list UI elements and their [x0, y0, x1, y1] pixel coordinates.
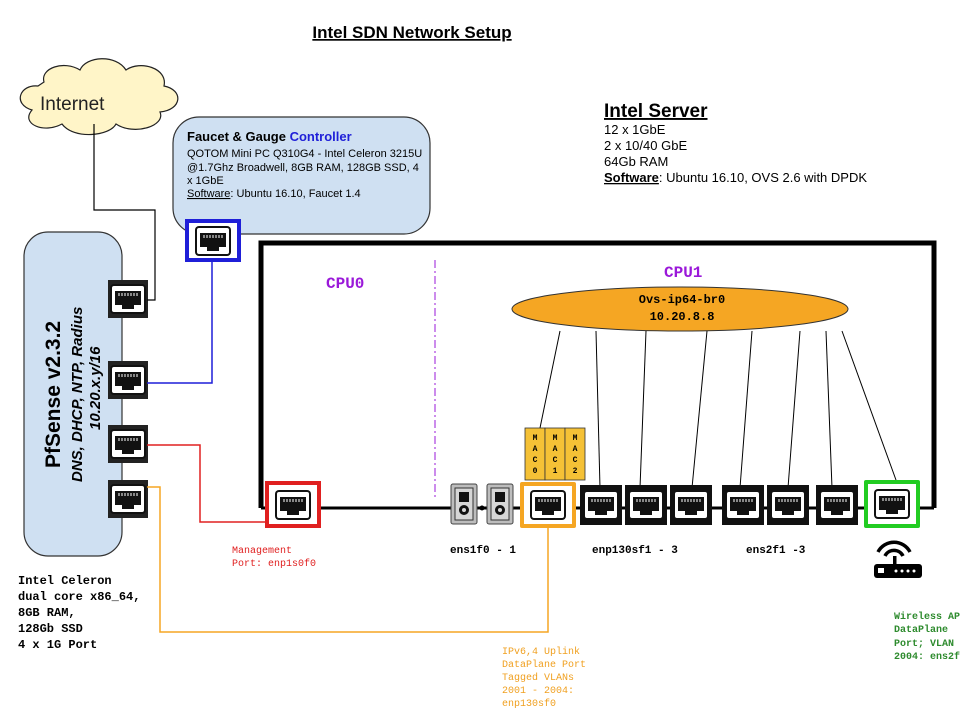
pfsense-ethernet-port-icon: [109, 283, 147, 315]
pfsense-subnet: 10.20.x.y/16: [87, 346, 104, 430]
hardware-line: 128Gb SSD: [18, 622, 83, 636]
management-label: Management: [232, 546, 292, 557]
pfsense-ethernet-port-icon: [109, 483, 147, 515]
ovs-bridge-name: Ovs-ip64-br0: [639, 293, 725, 307]
uplink-label: DataPlane Port: [502, 659, 586, 671]
server-chassis: [258, 240, 937, 508]
pfsense-box: PfSense v2.3.2 DNS, DHCP, NTP, Radius 10…: [23, 231, 123, 557]
wireless-ethernet-port-icon: [873, 488, 911, 520]
controller-cable: [147, 262, 213, 384]
uplink-label: Tagged VLANs: [502, 672, 574, 684]
pfsense-ethernet-port-icon: [109, 364, 147, 396]
mac-char: 0: [533, 467, 538, 476]
server-spec-line: 12 x 1GbE: [604, 122, 666, 137]
ethernet-port-icon: [769, 489, 807, 521]
server-specs: Intel Server 12 x 1GbE 2 x 10/40 GbE 64G…: [604, 101, 867, 185]
uplink-cable: [147, 486, 549, 633]
mac-box: [564, 427, 586, 481]
controller-ethernet-port-icon: [194, 225, 232, 257]
mac-char: M: [553, 434, 558, 443]
server-software: Software: Ubuntu 16.10, OVS 2.6 with DPD…: [604, 170, 867, 185]
ethernet-port-icon: [582, 489, 620, 521]
pfsense-services: DNS, DHCP, NTP, Radius: [69, 307, 86, 482]
pfsense-name: PfSense v2.3.2: [42, 321, 65, 468]
dataplane-ports: [580, 485, 858, 525]
ethernet-port-icon: [818, 489, 856, 521]
internet-label: Internet: [40, 94, 105, 115]
ethernet-port-icon: [627, 489, 665, 521]
server-spec-line: 64Gb RAM: [604, 154, 668, 169]
port-label-ens2f1: ens2f1 -3: [746, 545, 806, 557]
cpu0-label: CPU0: [326, 275, 364, 293]
uplink-label: enp130sf0: [502, 698, 556, 710]
pfsense-ethernet-port-icon: [109, 428, 147, 460]
mac-char: M: [573, 434, 578, 443]
uplink-label: IPv6,4 Uplink: [502, 646, 580, 658]
management-label: Port: enp1s0f0: [232, 558, 316, 570]
mac-char: A: [553, 445, 558, 454]
wireless-label: 2004: ens2f: [894, 651, 960, 663]
ethernet-port-icon: [672, 489, 710, 521]
hardware-line: 4 x 1G Port: [18, 638, 97, 652]
sfp-port-icon: [486, 483, 514, 525]
wireless-label: DataPlane: [894, 624, 948, 636]
port-label-ens1f0: ens1f0 - 1: [450, 545, 516, 557]
wireless-label: Port; VLAN: [894, 639, 954, 650]
mac-labels: M A C 0 M A C 1 M A C 2: [524, 427, 586, 481]
controller-box: Faucet & Gauge Controller QOTOM Mini PC …: [172, 116, 431, 235]
controller-software: Software: Ubuntu 16.10, Faucet 1.4: [187, 188, 361, 200]
mac-char: A: [573, 445, 578, 454]
server-heading: Intel Server: [604, 101, 708, 122]
hardware-line: 8GB RAM,: [18, 606, 76, 620]
cpu1-label: CPU1: [664, 264, 702, 282]
controller-heading: Faucet & Gauge Controller: [187, 129, 352, 144]
mac-char: M: [533, 434, 538, 443]
port-label-enp130sf1: enp130sf1 - 3: [592, 545, 678, 557]
wireless-router-icon: [874, 540, 922, 578]
controller-spec-line: QOTOM Mini PC Q310G4 - Intel Celeron 321…: [187, 148, 422, 160]
mac-char: 2: [573, 467, 578, 476]
mac-char: C: [573, 456, 578, 465]
diagram-title: Intel SDN Network Setup: [312, 23, 511, 42]
server-spec-line: 2 x 10/40 GbE: [604, 138, 687, 153]
internet-cable: [93, 124, 156, 301]
internet-cloud: Internet: [19, 58, 179, 136]
uplink-ethernet-port-icon: [529, 489, 567, 521]
ethernet-port-icon: [724, 489, 762, 521]
ovs-bridge-ip: 10.20.8.8: [650, 310, 715, 324]
ovs-port-links: [539, 330, 897, 489]
mac-char: A: [533, 445, 538, 454]
controller-spec-line: x 1GbE: [187, 175, 224, 187]
mac-char: C: [533, 456, 538, 465]
mac-char: C: [553, 456, 558, 465]
wireless-label: Wireless AP: [894, 611, 960, 623]
sfp-port-icon: [450, 483, 478, 525]
ovs-bridge: Ovs-ip64-br0 10.20.8.8: [511, 286, 849, 332]
management-ethernet-port-icon: [274, 489, 312, 521]
hardware-line: Intel Celeron: [18, 574, 112, 588]
uplink-label: 2001 - 2004:: [502, 686, 574, 697]
controller-spec-line: @1.7Ghz Broadwell, 8GB RAM, 128GB SSD, 4: [187, 162, 419, 174]
mac-char: 1: [553, 467, 558, 476]
management-cable: [147, 444, 266, 523]
hardware-line: dual core x86_64,: [18, 590, 140, 604]
